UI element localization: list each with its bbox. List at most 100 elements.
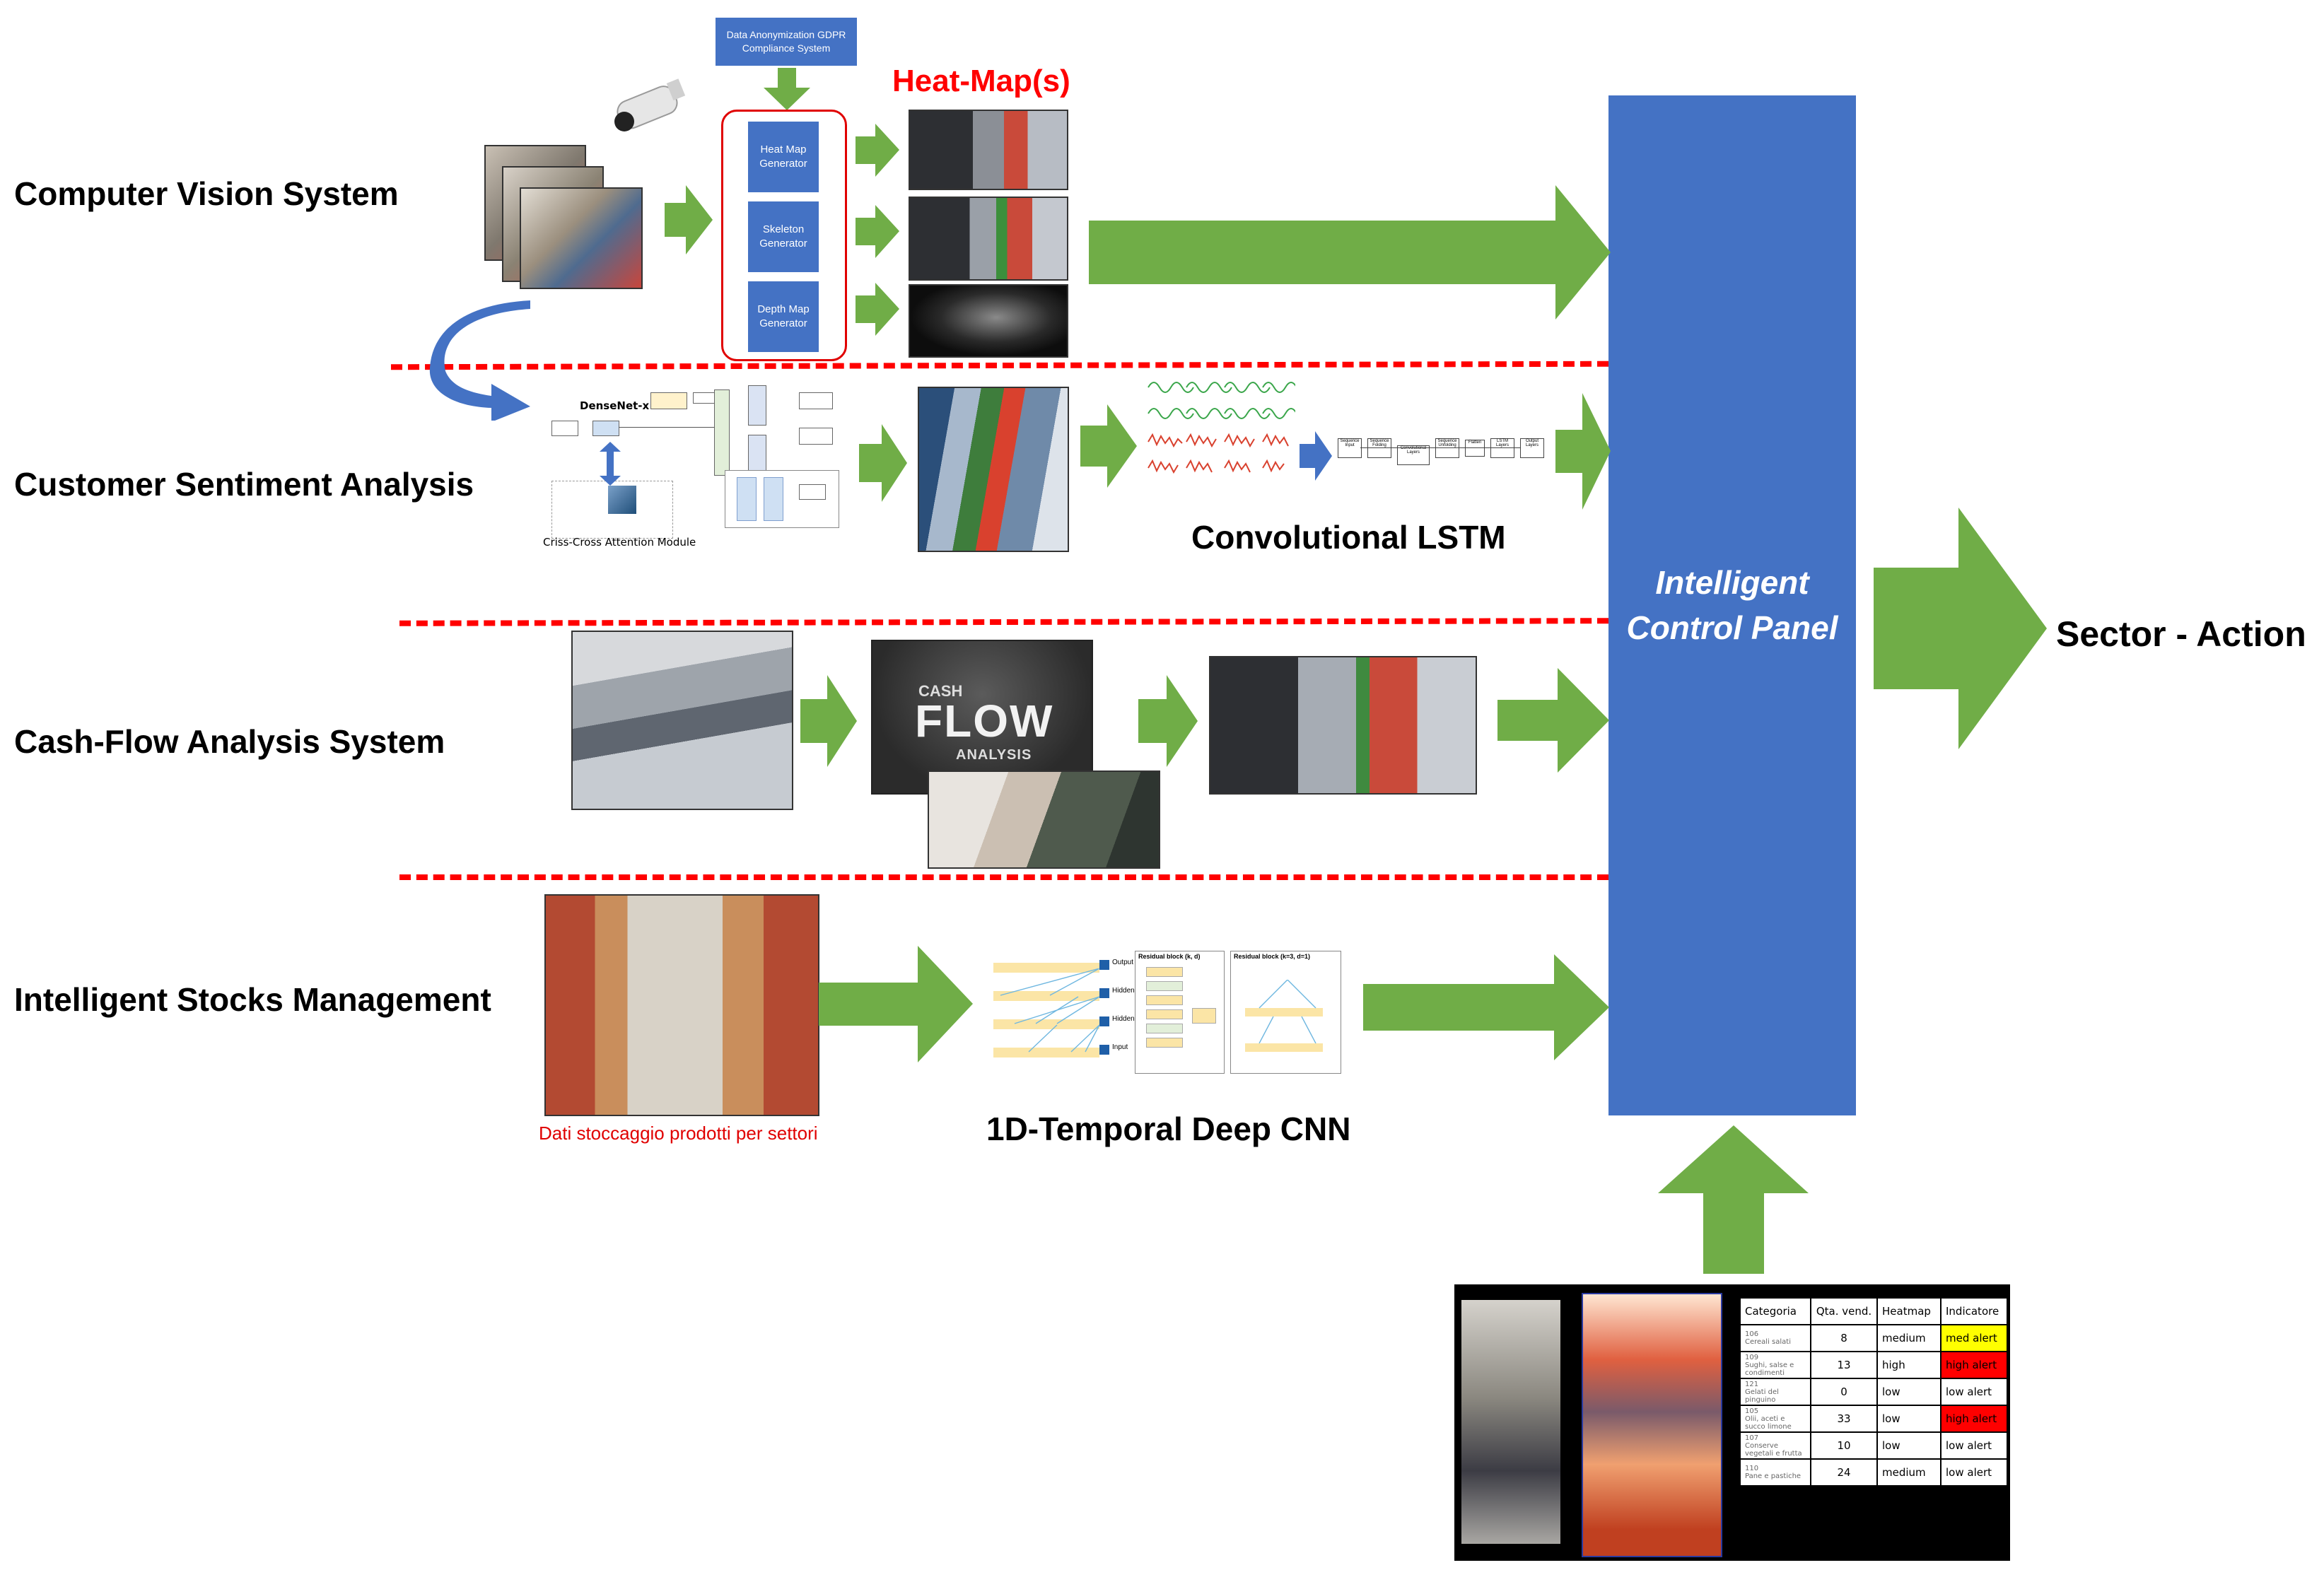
attention-module-label: Criss-Cross Attention Module xyxy=(543,536,696,549)
tcn-node xyxy=(1099,988,1109,998)
anonymization-down-arrow xyxy=(764,68,810,110)
tcn-label: Hidden xyxy=(1112,1015,1135,1023)
panel-line-2: Control Panel xyxy=(1626,609,1838,646)
lstm-block-chain: Sequence Input Sequence Folding Convolut… xyxy=(1338,433,1550,475)
dashboard-camera-view xyxy=(1461,1300,1560,1544)
cashflow-to-panel-arrow xyxy=(1497,668,1609,773)
store-photo-front xyxy=(520,187,643,289)
category-code: 107 xyxy=(1745,1434,1759,1442)
checkout-photo xyxy=(571,631,793,810)
lstm-blue-arrow xyxy=(1300,431,1332,481)
indicator-text: low alert xyxy=(1946,1466,1992,1479)
cashflow-arrow-1 xyxy=(800,675,857,767)
lstm-block: Sequence Folding xyxy=(1367,438,1391,458)
convlstm-caption: Convolutional LSTM xyxy=(1191,519,1506,556)
diagram-block xyxy=(748,385,766,426)
stocks-to-panel-arrow xyxy=(1363,954,1609,1060)
heat-map-generator-box: Heat Map Generator xyxy=(748,122,819,192)
cashflow-arrow-2 xyxy=(1138,675,1198,767)
residual-layer xyxy=(1146,967,1183,977)
residual-layer xyxy=(1146,1024,1183,1033)
table-header: Categoria xyxy=(1739,1297,1811,1325)
diagram-block xyxy=(737,477,757,521)
heat-cell: medium xyxy=(1876,1324,1941,1352)
heat-cell: low xyxy=(1876,1405,1941,1433)
cv-to-panel-arrow xyxy=(1089,185,1611,320)
generator-arrow-2 xyxy=(856,205,899,258)
category-name: Cereali salati xyxy=(1745,1338,1791,1346)
lstm-block: LSTM Layers xyxy=(1490,438,1514,458)
depth-map-output xyxy=(909,284,1068,358)
lstm-connector xyxy=(1360,447,1520,448)
curved-blue-arrow xyxy=(429,300,530,421)
cashflow-slide: CASH FLOW ANALYSIS xyxy=(871,640,1093,795)
qty-cell: 24 xyxy=(1810,1458,1878,1487)
residual-block-b: Residual block (k=3, d=1) xyxy=(1230,951,1341,1074)
warehouse-caption: Dati stoccaggio prodotti per settori xyxy=(539,1123,818,1144)
category-name: Conserve vegetali e frutta xyxy=(1745,1441,1802,1458)
anonymization-box: Data Anonymization GDPR Compliance Syste… xyxy=(716,18,857,66)
table-header-row: Categoria Qta. vend. Heatmap Indicatore xyxy=(1739,1297,2008,1325)
lstm-block: Output Layers xyxy=(1520,438,1544,458)
tcn-label: Output xyxy=(1112,959,1134,966)
generator-arrow-1 xyxy=(856,124,899,177)
sentiment-arrow-1 xyxy=(859,424,907,502)
residual-layer xyxy=(1146,1009,1183,1019)
category-code: 105 xyxy=(1745,1407,1759,1415)
indicator-cell: low alert xyxy=(1940,1431,2008,1460)
tcn-node xyxy=(1099,1045,1109,1055)
category-code: 121 xyxy=(1745,1380,1759,1388)
category-code: 109 xyxy=(1745,1353,1759,1361)
diagram-block xyxy=(799,484,826,500)
densenet-diagram: DenseNet-x xyxy=(551,378,848,551)
cashflow-screen xyxy=(1209,656,1477,795)
divider-2 xyxy=(399,618,1609,626)
warehouse-photo xyxy=(544,894,819,1116)
diagram-block xyxy=(714,389,730,476)
indicator-text: high alert xyxy=(1946,1359,1997,1371)
tcn-dilation-diagram: Output Hidden Hidden Input xyxy=(979,947,1135,1074)
heatmap-title: Heat-Map(s) xyxy=(892,64,1070,98)
indicator-cell: low alert xyxy=(1940,1378,2008,1406)
tcn-label: Hidden xyxy=(1112,987,1135,995)
row-label-computer-vision: Computer Vision System xyxy=(14,175,399,212)
category-name: Pane e pastiche xyxy=(1745,1472,1802,1480)
qty-cell: 8 xyxy=(1810,1324,1878,1352)
category-name: Olii, aceti e succo limone xyxy=(1745,1414,1792,1431)
residual-layer xyxy=(1192,1008,1216,1024)
table-header: Qta. vend. xyxy=(1810,1297,1878,1325)
row-label-cashflow: Cash-Flow Analysis System xyxy=(14,723,445,760)
indicator-text: low alert xyxy=(1946,1439,1992,1452)
residual-layer xyxy=(1245,1008,1323,1016)
divider-1 xyxy=(390,361,1609,370)
indicator-text: low alert xyxy=(1946,1385,1992,1398)
heat-cell: low xyxy=(1876,1431,1941,1460)
signal-plots xyxy=(1148,382,1295,474)
cv-arrow-1 xyxy=(665,185,713,254)
indicator-cell: high alert xyxy=(1940,1351,2008,1379)
row-label-stocks: Intelligent Stocks Management xyxy=(14,981,491,1018)
residual-a-label: Residual block (k, d) xyxy=(1138,953,1201,960)
stocks-arrow-1 xyxy=(819,946,973,1062)
row-label-sentiment: Customer Sentiment Analysis xyxy=(14,466,474,503)
panel-line-1: Intelligent xyxy=(1655,564,1809,602)
depth-map-generator-box: Depth Map Generator xyxy=(748,281,819,352)
diagram-block xyxy=(592,421,619,436)
diagram-block xyxy=(799,392,833,409)
output-arrow xyxy=(1874,508,2047,749)
tcn-label: Input xyxy=(1112,1043,1128,1051)
dashboard-up-arrow xyxy=(1658,1125,1809,1274)
skeleton-photo xyxy=(918,387,1069,552)
residual-layer xyxy=(1146,995,1183,1005)
sentiment-arrow-2 xyxy=(1080,404,1137,488)
double-blue-arrow xyxy=(600,442,621,486)
